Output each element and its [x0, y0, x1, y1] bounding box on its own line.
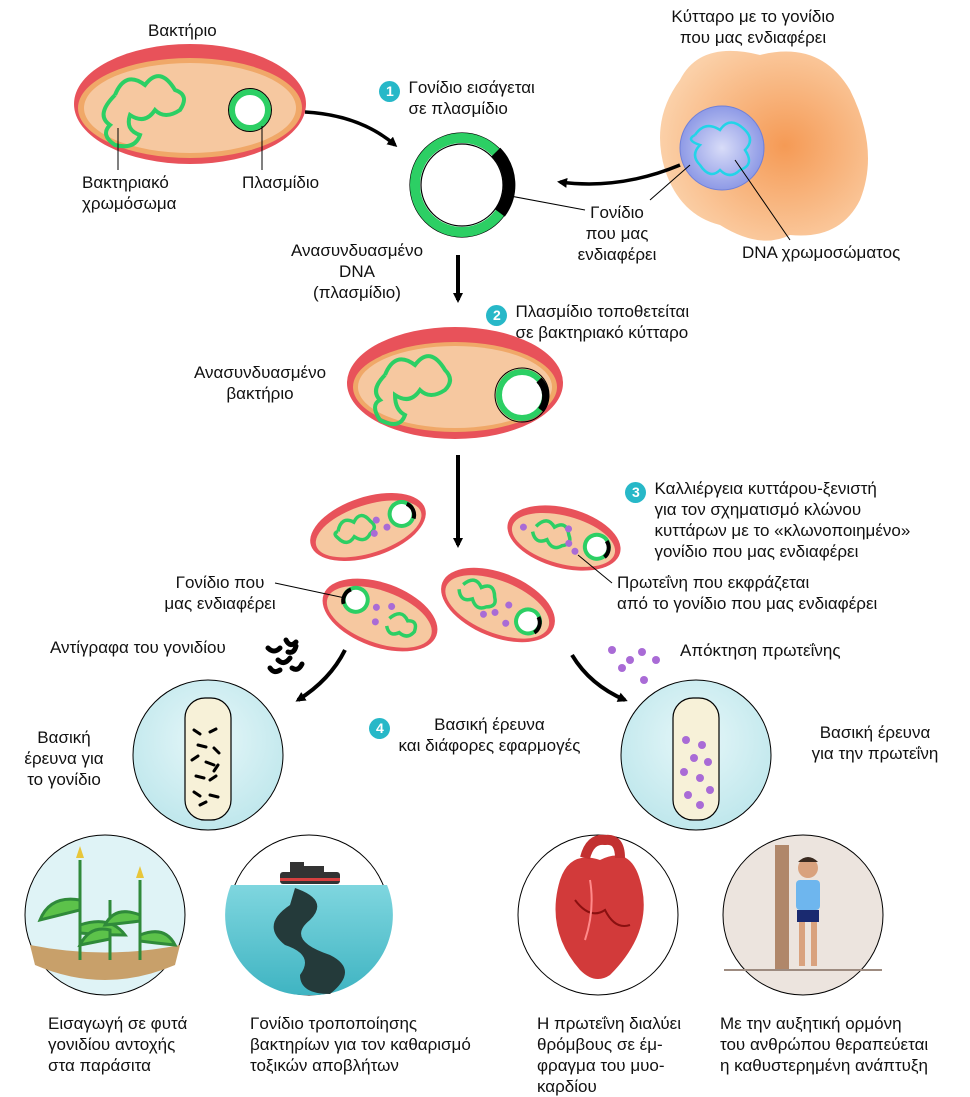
basic-research-gene-label: Βασική έρευνα για το γονίδιο — [24, 728, 104, 789]
chromosome-dna-label: DNA χρωμοσώματος — [742, 243, 901, 262]
plants-circle — [24, 834, 186, 996]
gene-research-circle — [132, 679, 284, 831]
recombinant-bacterium — [347, 327, 563, 439]
step-3: 3 Καλλιέργεια κυττάρου-ξενιστή για τον σχ… — [616, 457, 910, 562]
recombinant-plasmid — [409, 132, 516, 238]
plasmid-label: Πλασμίδιο — [242, 173, 320, 192]
clone-bacterium-1 — [310, 492, 426, 562]
clone-bacterium-2 — [507, 505, 621, 571]
clone-bacterium-4 — [441, 567, 555, 643]
step-2-badge: 2 — [486, 305, 508, 326]
protein-research-circle — [620, 679, 772, 831]
gene-of-interest-pointer-2 — [274, 582, 346, 599]
gene-of-interest-label-1: Γονίδιο που μας ενδιαφέρει — [577, 203, 657, 264]
oil-spill-circle — [225, 834, 393, 996]
bacterium-label: Βακτήριο — [148, 21, 217, 40]
gene-of-interest-line — [504, 194, 586, 211]
step-2-text: Πλασμίδιο τοποθετείται σε βακτηριακό κύτ… — [515, 302, 690, 342]
host-cell-label: Κύτταρο με το γονίδιο που μας ενδιαφέρει — [671, 7, 835, 47]
application-growth-caption: Με την αυξητική ορμόνη του ανθρώπου θερα… — [720, 1014, 929, 1075]
application-oil-caption: Γονίδιο τροποποίησης βακτηρίων για τον κ… — [250, 1014, 471, 1075]
harvested-protein-dots — [608, 646, 660, 684]
protein-harvest-label: Απόκτηση πρωτεΐνης — [680, 641, 841, 660]
recombinant-dna-label: Ανασυνδυασμένο DNA (πλασμίδιο) — [290, 241, 424, 302]
chromosome-dna-pointer — [734, 159, 791, 241]
application-heart-caption: Η πρωτεΐνη διαλύει θρόμβους σε έμ- φραγμ… — [537, 1014, 681, 1096]
protein-pointer — [577, 554, 613, 584]
step-3-text: Καλλιέργεια κυττάρου-ξενιστή για τον σχη… — [654, 479, 911, 561]
application-plants-caption: Εισαγωγή σε φυτά γονιδίου αντοχής στα πα… — [48, 1014, 188, 1075]
gene-of-interest-label-2: Γονίδιο που μας ενδιαφέρει — [164, 573, 276, 613]
step-2: 2 Πλασμίδιο τοποθετείται σε βακτηριακό κύ… — [477, 280, 689, 343]
heart-circle — [517, 834, 679, 996]
step-1-badge: 1 — [379, 81, 401, 102]
gene-copies-glyphs — [265, 637, 305, 675]
arrow-gene-from-cell — [557, 163, 681, 188]
arrow-step-4-left — [295, 649, 347, 702]
bacterium-top — [74, 44, 306, 164]
basic-research-protein-label: Βασική έρευνα για την πρωτεΐνη — [811, 723, 939, 763]
step-4: 4 Βασική έρευνα και διάφορες εφαρμογές — [360, 693, 580, 756]
step-3-badge: 3 — [625, 482, 647, 503]
gene-copies-label: Αντίγραφα του γονιδίου — [50, 638, 226, 657]
growth-circle — [722, 834, 884, 996]
arrow-step-4-right — [570, 653, 628, 702]
step-4-text: Βασική έρευνα και διάφορες εφαρμογές — [398, 715, 581, 755]
arrow-plasmid-to-recombinant — [304, 110, 398, 147]
expressed-protein-label: Πρωτεΐνη που εκφράζεται από το γονίδιο π… — [617, 573, 878, 613]
recombinant-bacterium-label: Ανασυνδυασμένο βακτήριο — [193, 363, 327, 403]
step-4-badge: 4 — [369, 718, 391, 739]
gene-of-interest-pointer-1 — [649, 164, 691, 201]
host-cell — [660, 50, 868, 241]
bacterial-chromosome-label: Βακτηριακό χρωμόσωμα — [82, 173, 177, 213]
clone-bacterium-3 — [322, 578, 438, 652]
step-1-text: Γονίδιο εισάγεται σε πλασμίδιο — [408, 78, 535, 118]
step-1: 1 Γονίδιο εισάγεται σε πλασμίδιο — [370, 56, 535, 119]
